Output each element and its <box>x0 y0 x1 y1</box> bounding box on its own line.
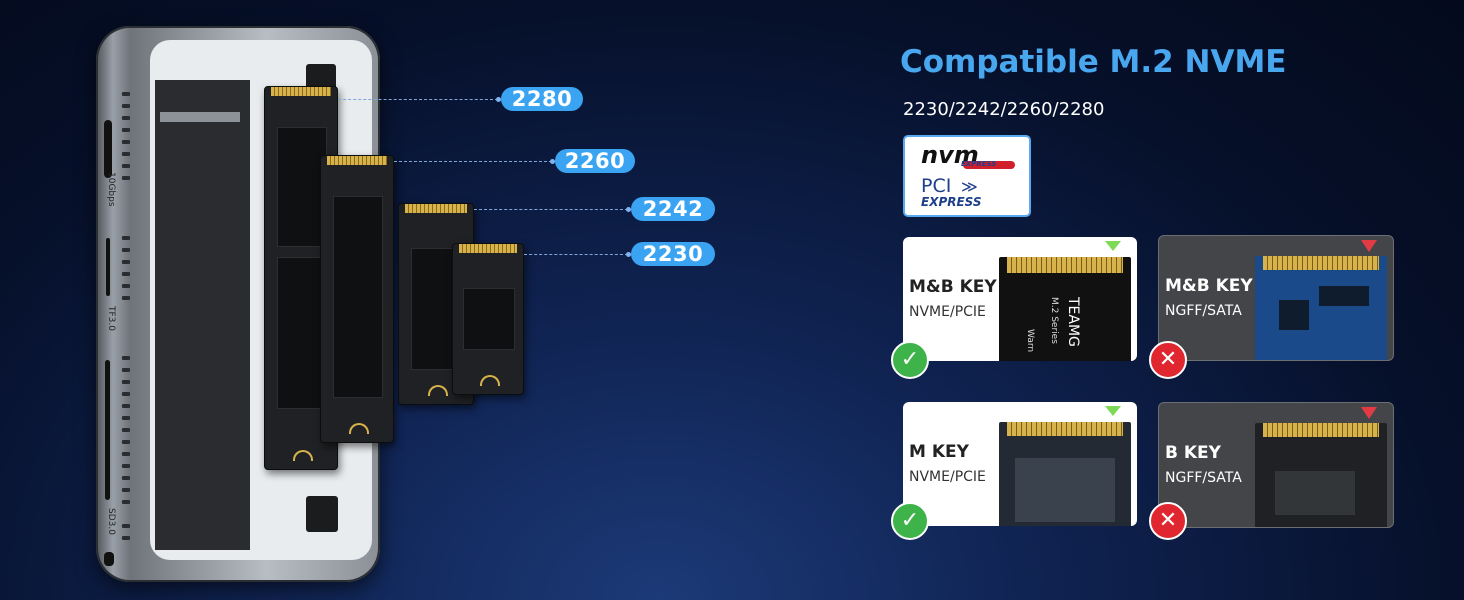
size-badge-2230: 2230 <box>631 242 715 266</box>
usb-c-port <box>104 120 112 178</box>
cross-icon: ✕ <box>1149 341 1187 379</box>
vent-slot <box>122 356 130 360</box>
ssd-brand-text: TEAMG <box>1065 297 1081 347</box>
vent-slot <box>122 128 130 132</box>
key-card-b-sata: B KEY NGFF/SATA <box>1158 402 1394 528</box>
size-list: 2230/2242/2260/2280 <box>903 99 1105 120</box>
pci-logo-text: PCI <box>921 175 952 197</box>
ssd-photo: TEAMG M.2 Series Warn <box>999 257 1131 361</box>
vent-slot <box>122 476 130 480</box>
ssd-photo <box>1255 423 1387 527</box>
vent-slot <box>122 164 130 168</box>
size-badge-2280: 2280 <box>501 87 583 111</box>
connector-line-2260 <box>394 161 552 162</box>
key-card-subtitle: NGFF/SATA <box>1165 470 1242 486</box>
port-label-10gbps: 10Gbps <box>106 172 116 207</box>
ssd-2260 <box>320 155 394 443</box>
vent-slot <box>122 260 130 264</box>
vent-slot <box>122 152 130 156</box>
vent-slot <box>122 116 130 120</box>
vent-slot <box>122 536 130 540</box>
vent-slot <box>122 236 130 240</box>
port-label-tf: TF3.0 <box>106 306 116 331</box>
vent-slot <box>122 248 130 252</box>
key-card-subtitle: NGFF/SATA <box>1165 303 1242 319</box>
nvm-express-text: EXPRESS <box>961 160 997 168</box>
compatible-triangle-icon <box>1105 406 1121 416</box>
screw-post-bottom <box>306 496 338 532</box>
key-card-title: M KEY <box>909 442 969 462</box>
vent-slot <box>122 380 130 384</box>
ssd-series-text: M.2 Series <box>1049 297 1059 344</box>
vent-slot <box>122 92 130 96</box>
ssd-photo <box>1255 256 1387 360</box>
key-card-subtitle: NVME/PCIE <box>909 469 986 485</box>
screw-post-top <box>306 64 336 90</box>
pci-chevron-icon: ≫ <box>961 177 978 196</box>
vent-slot <box>122 416 130 420</box>
vent-slot <box>122 392 130 396</box>
cross-icon: ✕ <box>1149 502 1187 540</box>
tf-slot <box>106 238 110 296</box>
key-card-mb-sata: M&B KEY NGFF/SATA <box>1158 235 1394 361</box>
size-badge-2242: 2242 <box>631 197 715 221</box>
vent-slot <box>122 140 130 144</box>
connector-line-2242 <box>474 209 628 210</box>
vent-slot <box>122 500 130 504</box>
ssd-2230 <box>452 243 524 395</box>
connector-line-2230 <box>524 254 628 255</box>
check-icon: ✓ <box>891 341 929 379</box>
key-card-mb-nvme: M&B KEY NVME/PCIE TEAMG M.2 Series Warn <box>903 237 1137 361</box>
key-card-subtitle: NVME/PCIE <box>909 304 986 320</box>
connector-line-2280 <box>338 99 498 100</box>
connector-dot-2280 <box>496 97 501 102</box>
ssd-warn-text: Warn <box>1025 329 1035 353</box>
nvme-pcie-logo: nvm EXPRESS PCI ≫ EXPRESS <box>903 135 1031 217</box>
key-card-title: M&B KEY <box>1165 276 1253 296</box>
pci-express-text: EXPRESS <box>921 195 982 209</box>
vent-slot <box>122 452 130 456</box>
connector-dot-2242 <box>626 207 631 212</box>
bottom-port <box>104 552 114 566</box>
check-icon: ✓ <box>891 502 929 540</box>
key-card-title: B KEY <box>1165 443 1221 463</box>
m2-slot <box>160 112 240 122</box>
connector-dot-2230 <box>626 252 631 257</box>
key-card-m-nvme: M KEY NVME/PCIE <box>903 402 1137 526</box>
incompatible-triangle-icon <box>1361 240 1377 252</box>
compatible-triangle-icon <box>1105 241 1121 251</box>
vent-slot <box>122 428 130 432</box>
vent-slot <box>122 284 130 288</box>
size-badge-2260: 2260 <box>555 149 635 173</box>
page-title: Compatible M.2 NVME <box>900 44 1287 80</box>
nvm-swoosh <box>963 161 1015 169</box>
vent-slot <box>122 524 130 528</box>
vent-slot <box>122 272 130 276</box>
vent-slot <box>122 176 130 180</box>
port-label-sd: SD3.0 <box>106 508 116 535</box>
enclosure-pcb <box>155 80 250 550</box>
vent-slot <box>122 440 130 444</box>
ssd-photo <box>999 422 1131 526</box>
key-card-title: M&B KEY <box>909 277 997 297</box>
incompatible-triangle-icon <box>1361 407 1377 419</box>
vent-slot <box>122 296 130 300</box>
vent-slot <box>122 488 130 492</box>
vent-slot <box>122 104 130 108</box>
sd-slot <box>105 360 110 500</box>
vent-slot <box>122 464 130 468</box>
vent-slot <box>122 404 130 408</box>
connector-dot-2260 <box>550 159 555 164</box>
vent-slot <box>122 368 130 372</box>
